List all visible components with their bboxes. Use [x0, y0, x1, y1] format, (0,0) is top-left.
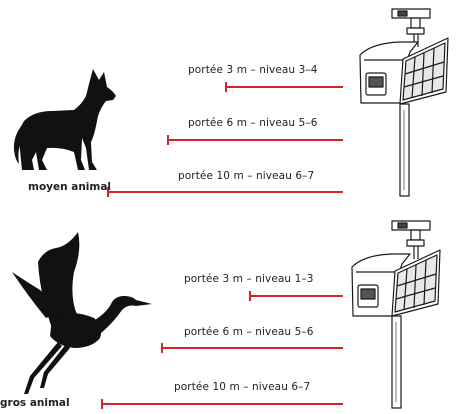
animal-label-medium: moyen animal [28, 181, 112, 193]
range-line-top-6m [167, 135, 343, 145]
range-line-top-10m [107, 187, 343, 197]
dog-silhouette-icon [13, 69, 117, 170]
range-line-bottom-6m [161, 343, 343, 353]
range-line-bottom-10m [101, 399, 343, 409]
range-label-bottom-3m: portée 3 m – niveau 1–3 [184, 273, 314, 285]
solar-sprinkler-repeller-icon [359, 8, 449, 197]
range-line-bottom-3m [249, 291, 343, 301]
range-line-top-3m [225, 82, 343, 92]
range-label-top-3m: portée 3 m – niveau 3–4 [188, 64, 318, 76]
solar-sprinkler-repeller-icon [351, 220, 441, 409]
range-label-top-6m: portée 6 m – niveau 5–6 [188, 117, 318, 129]
range-label-top-10m: portée 10 m – niveau 6–7 [178, 170, 315, 182]
heron-silhouette-icon [12, 232, 152, 394]
animal-label-large: gros animal [0, 397, 70, 409]
range-label-bottom-10m: portée 10 m – niveau 6–7 [174, 381, 311, 393]
range-label-bottom-6m: portée 6 m – niveau 5–6 [184, 326, 314, 338]
